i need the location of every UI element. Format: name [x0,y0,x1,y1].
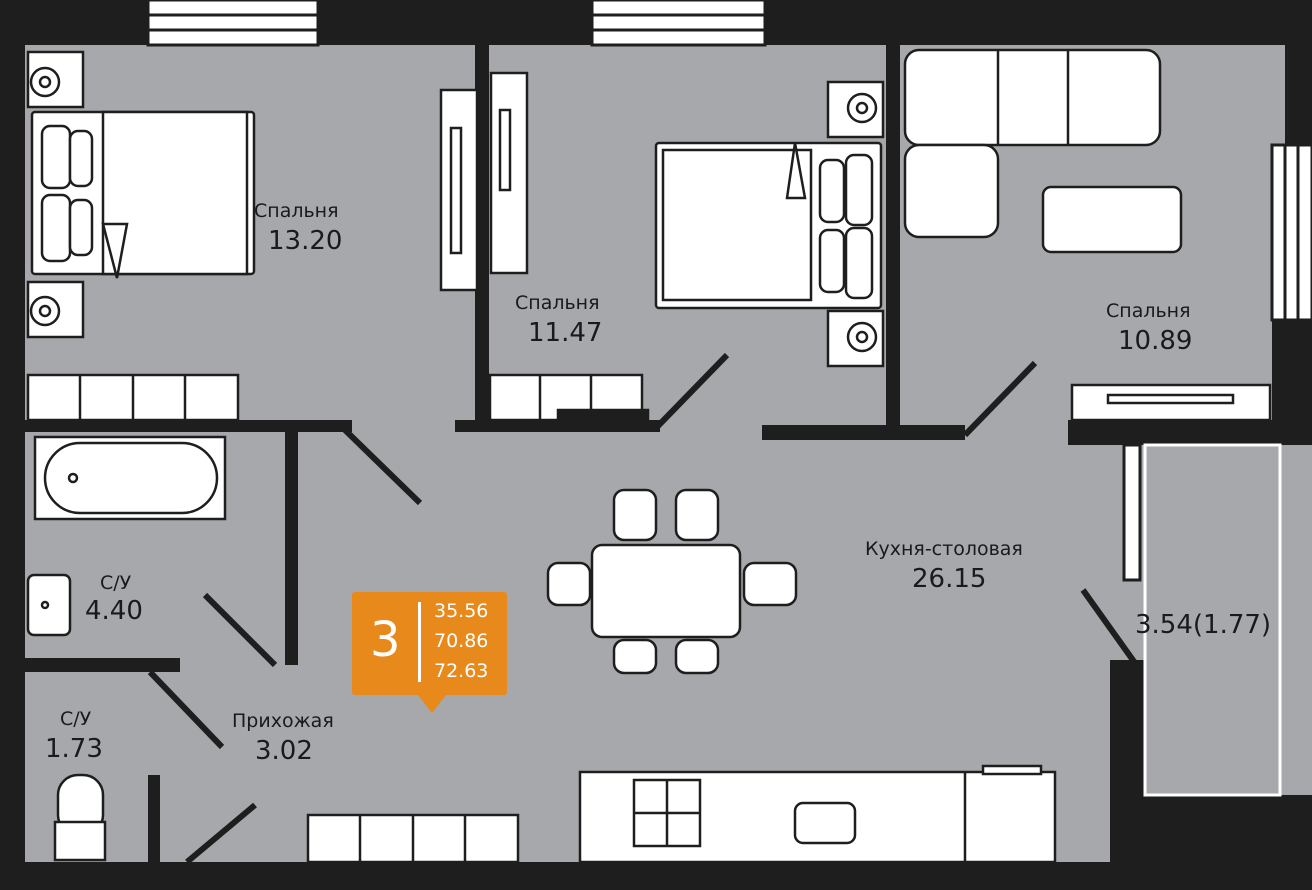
room-area-hallway: 3.02 [255,736,313,766]
living-area: 35.56 [434,600,489,622]
total-area: 70.86 [434,630,489,652]
room-name-kitchen: Кухня-столовая [865,538,1023,560]
room-name-bathroom: С/У [100,572,132,594]
room-name-toilet: С/У [60,708,92,730]
balcony-door [1122,443,1142,582]
apartment-badge: 3 35.56 70.86 72.63 [352,592,507,713]
balcony [1143,443,1282,797]
room-area-toilet: 1.73 [45,734,103,764]
badge-divider [418,602,421,682]
furniture [26,48,1272,864]
room-area-bathroom: 4.40 [85,596,143,626]
balcony-area: 3.54(1.77) [1135,610,1272,640]
windows [146,0,1312,322]
room-name-bedroom-3: Спальня [1106,300,1191,322]
doors [147,352,1138,865]
room-name-hallway: Прихожая [232,710,334,732]
room-area-bedroom-2: 11.47 [528,318,603,348]
room-area-bedroom-1: 13.20 [268,226,343,256]
room-area-bedroom-3: 10.89 [1118,326,1193,356]
total-area-with-balcony: 72.63 [434,660,489,682]
room-name-bedroom-2: Спальня [515,292,600,314]
room-count: 3 [370,612,401,668]
room-name-bedroom-1: Спальня [254,200,339,222]
room-area-kitchen: 26.15 [912,564,987,594]
